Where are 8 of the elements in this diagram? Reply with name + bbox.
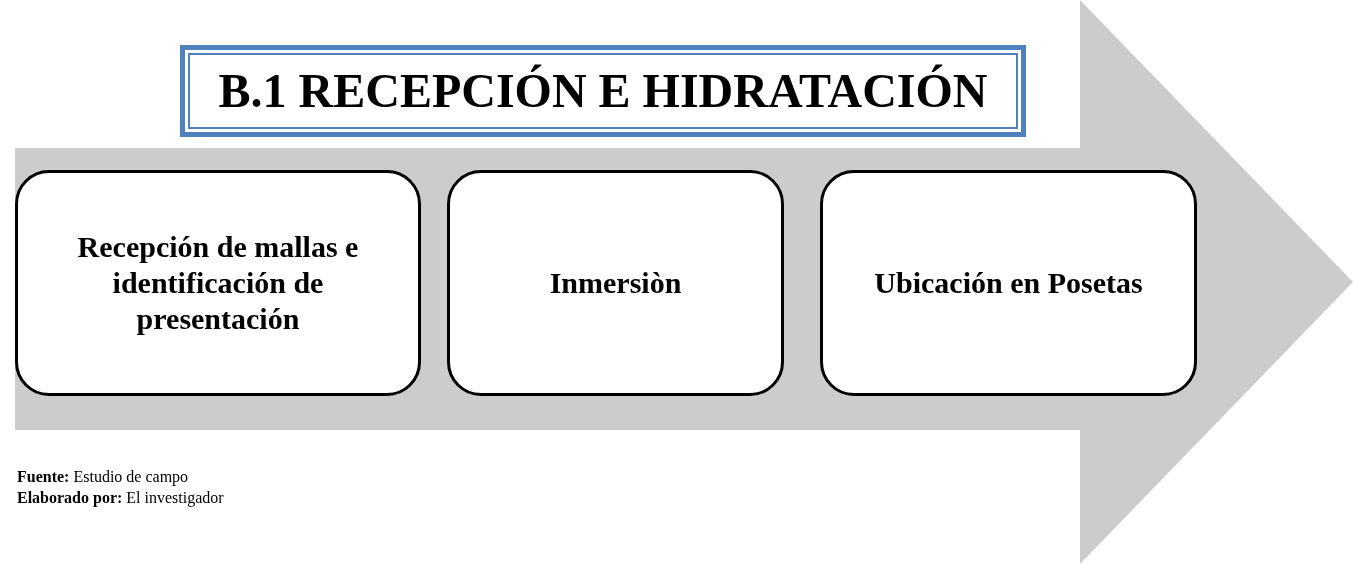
source-note: Fuente: Estudio de campo xyxy=(17,467,190,487)
step-text: Inmersiòn xyxy=(549,265,682,301)
step-text: Ubicación en Posetas xyxy=(874,265,1143,301)
process-box xyxy=(820,170,1197,396)
process-box xyxy=(15,170,421,396)
process-box xyxy=(447,170,784,396)
step-text: Recepción de mallas e identificación de presentación xyxy=(76,229,360,337)
source-note: Elaborado por: El investigador xyxy=(17,488,224,508)
